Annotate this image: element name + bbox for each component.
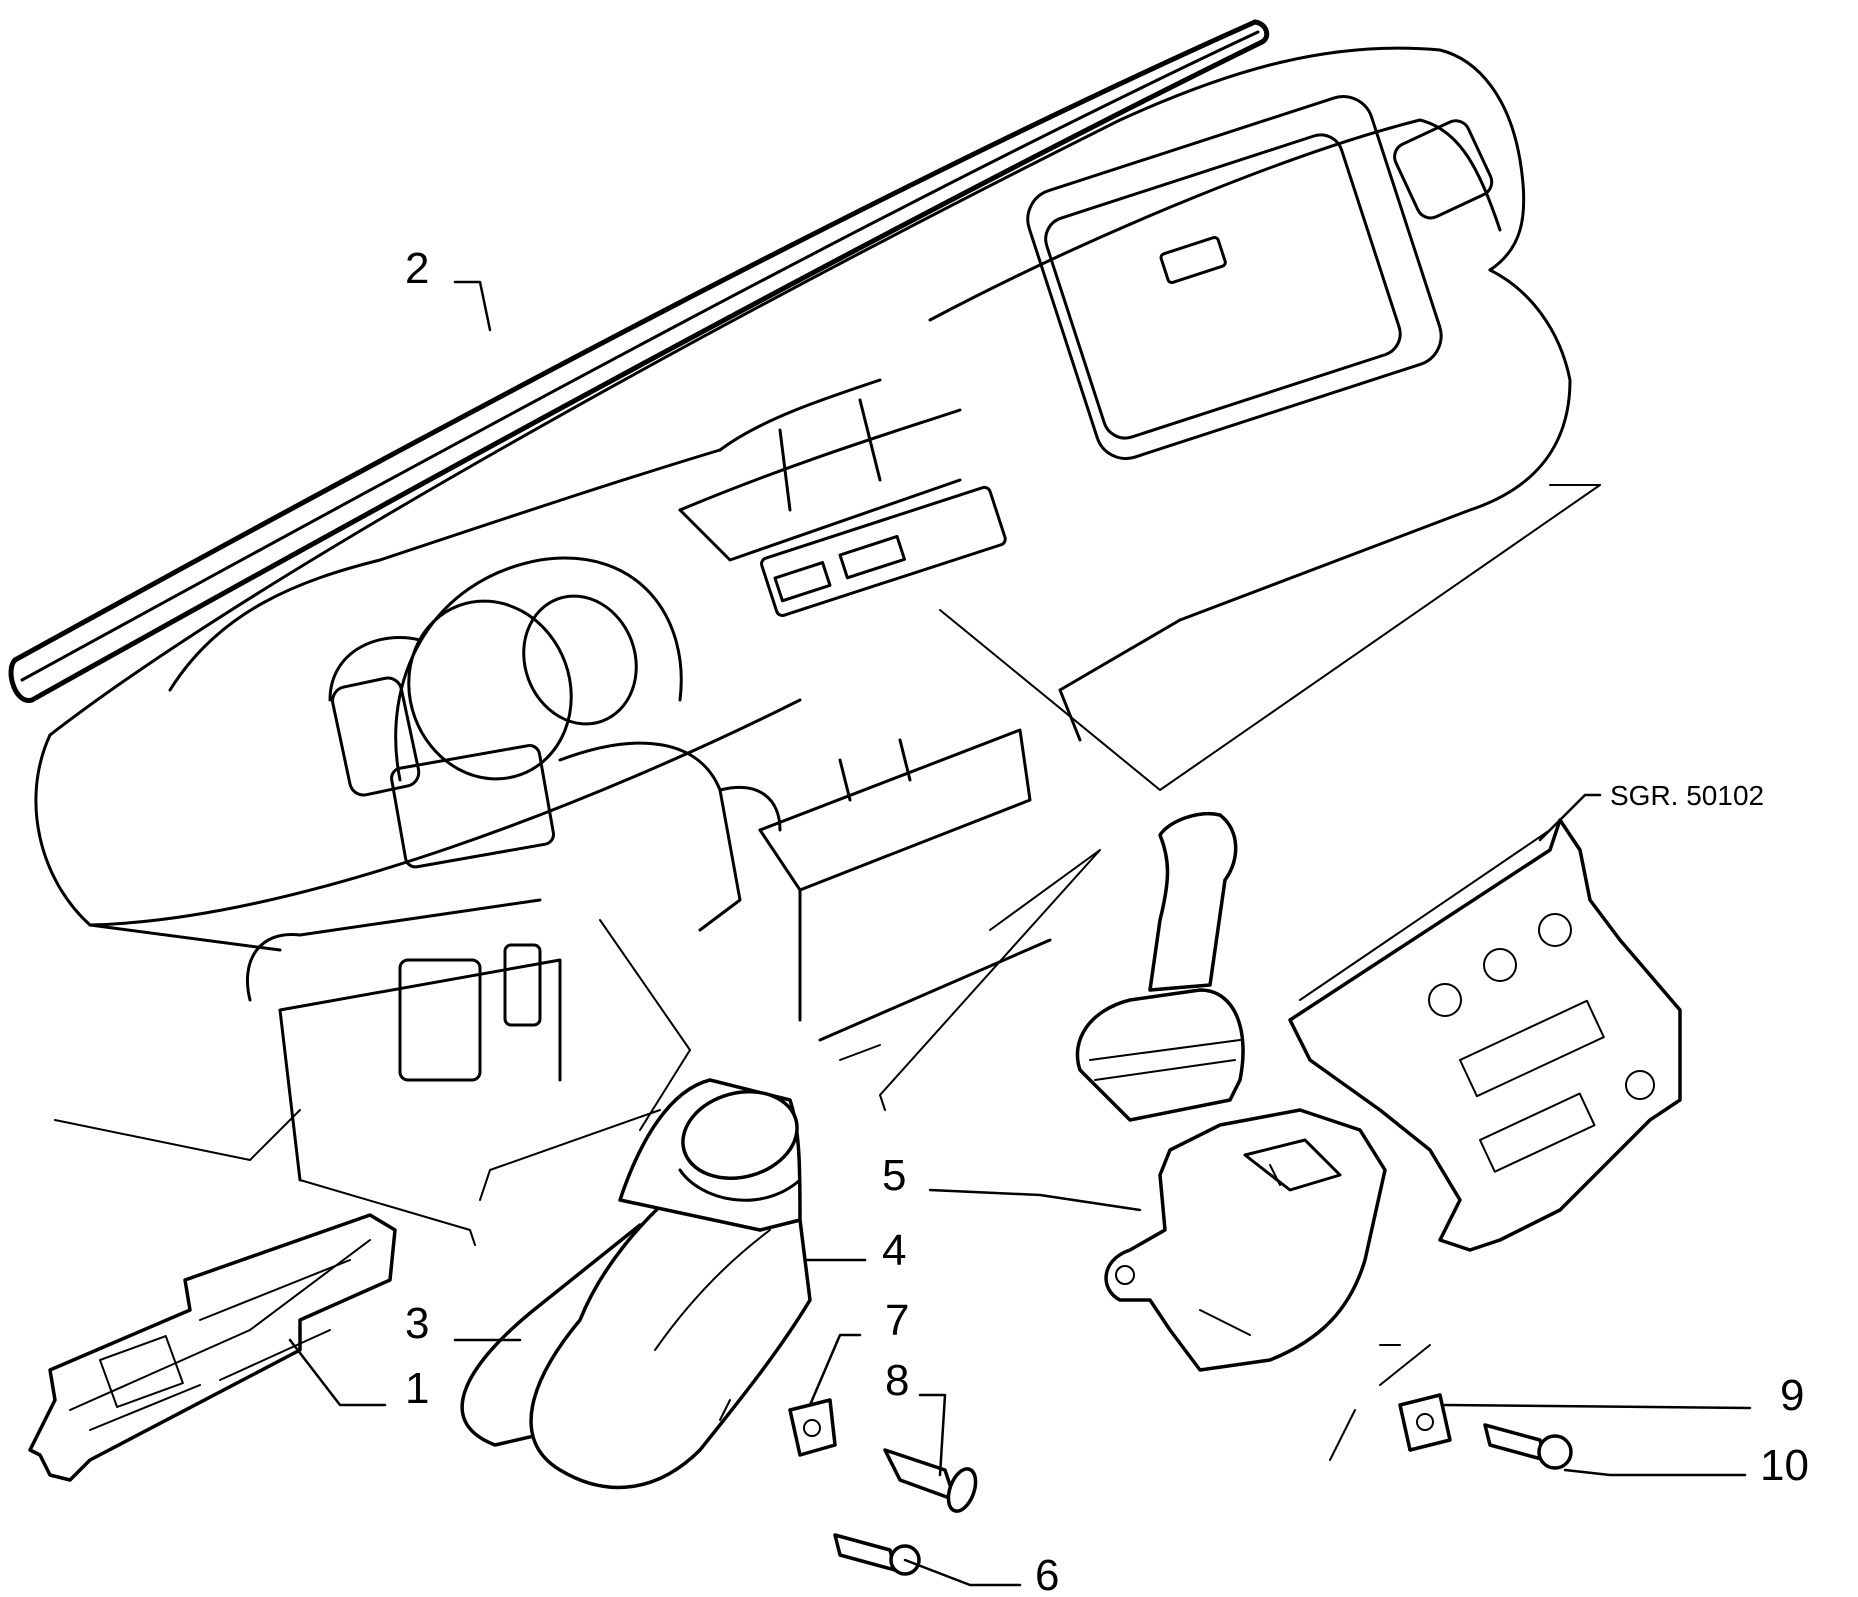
callout-8: 8: [885, 1356, 909, 1405]
part-5-gear-surround: [1104, 1108, 1387, 1372]
callout-2: 2: [405, 244, 429, 293]
reference-panel-sgr-50102: [1288, 818, 1682, 1252]
callout-9: 9: [1780, 1371, 1804, 1420]
callout-5: 5: [882, 1151, 906, 1200]
gear-lever-boot: [1075, 812, 1245, 1122]
reference-label: SGR. 50102: [1610, 780, 1764, 811]
part-2-trim-strip: [8, 19, 1270, 703]
part-4-upper-shroud: [529, 1078, 812, 1490]
dashboard-outline: [34, 46, 1601, 1461]
part-9-clip: [1398, 1393, 1452, 1452]
callout-7: 7: [885, 1296, 909, 1345]
callout-3: 3: [405, 1299, 429, 1348]
part-8-screw: [883, 1448, 978, 1513]
callout-10: 10: [1760, 1441, 1809, 1490]
part-10-screw: [1483, 1423, 1573, 1470]
callout-6: 6: [1035, 1551, 1059, 1597]
callout-4: 4: [882, 1226, 906, 1275]
part-6-screw: [833, 1533, 921, 1576]
part-1-side-trim: [28, 1213, 397, 1482]
part-7-clip: [788, 1398, 837, 1457]
leader-lines: [288, 280, 1752, 1587]
callout-labels: 2 1 3 4 5 6 7 8 9 10 SGR. 50102: [405, 244, 1809, 1597]
callout-1: 1: [405, 1364, 429, 1413]
